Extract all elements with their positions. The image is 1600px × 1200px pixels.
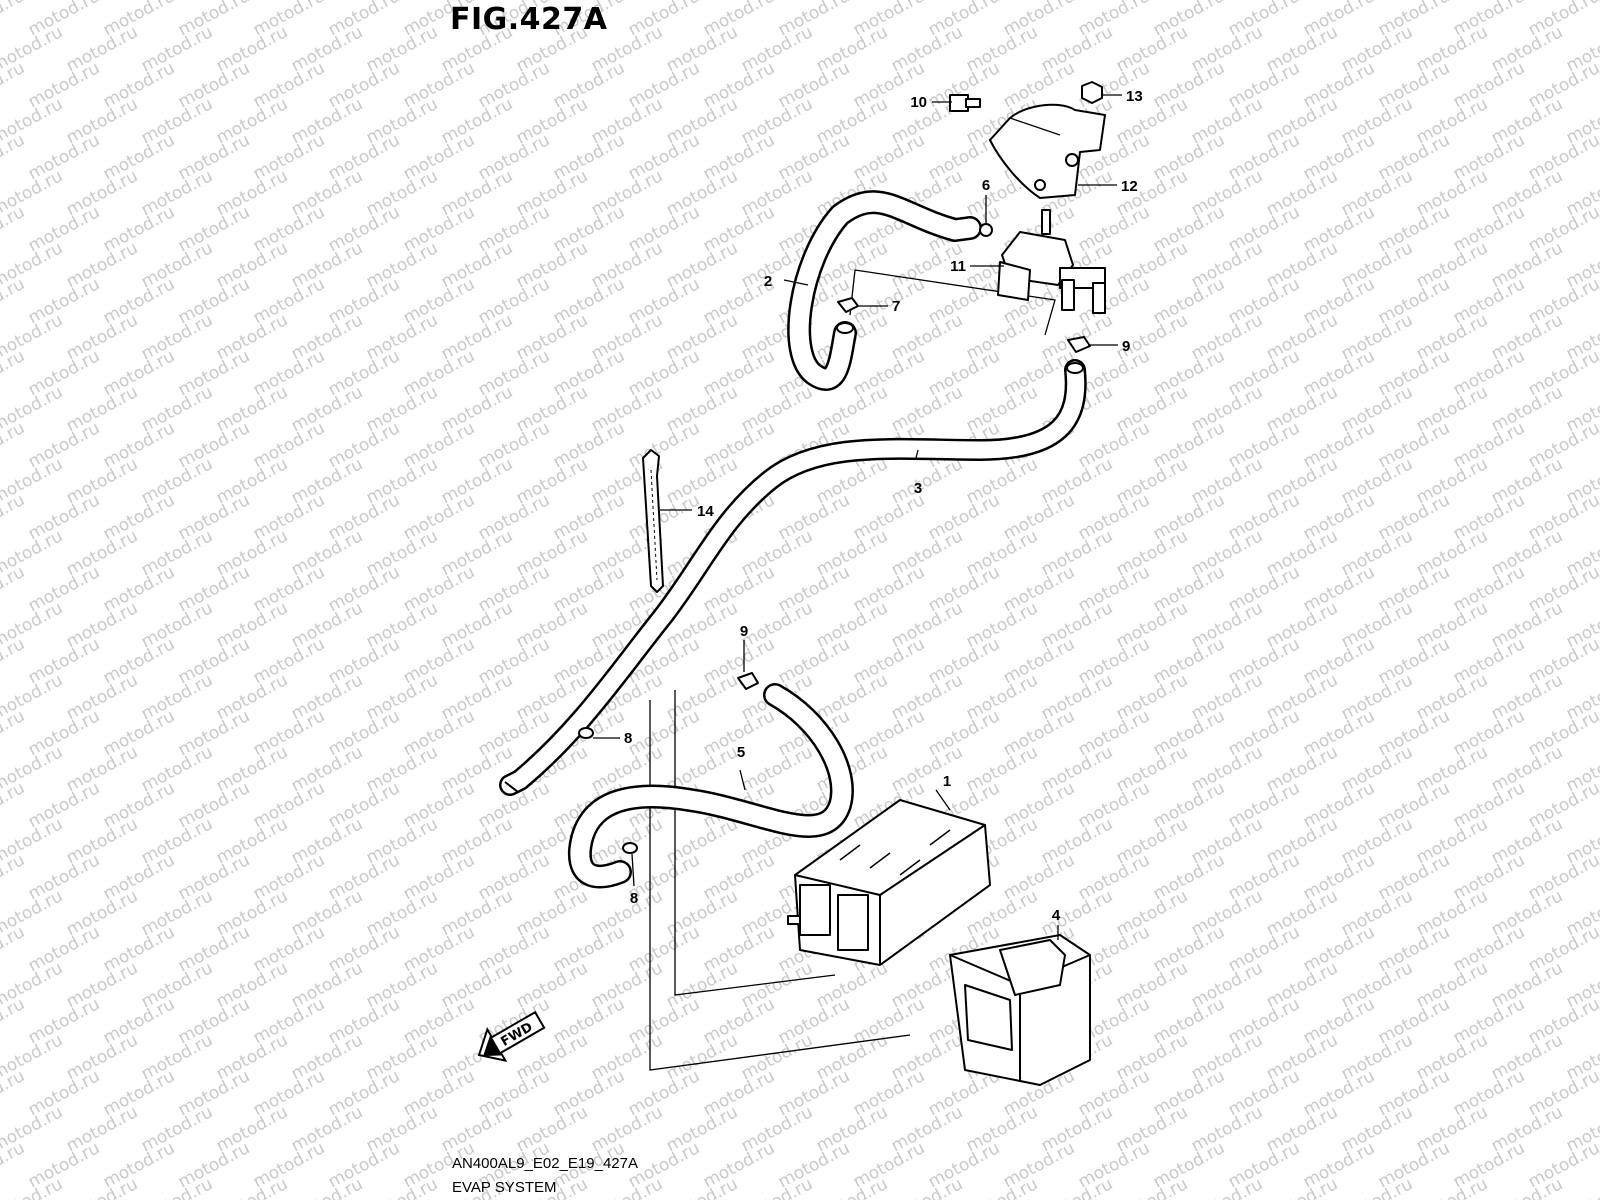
figure-title: FIG.427A: [450, 2, 608, 37]
clamp-9-lower: [737, 672, 759, 690]
watermark-text: motod.ru: [0, 58, 28, 112]
watermark-text: motod.ru: [0, 778, 28, 832]
callout-7: 7: [892, 298, 900, 315]
callout-6: 6: [982, 177, 990, 194]
watermark-text: motod.ru: [0, 922, 28, 976]
watermark-text: motod.ru: [0, 706, 28, 760]
callout-10: 10: [910, 94, 927, 111]
canister-1: [787, 799, 991, 966]
callout-3: 3: [914, 480, 922, 497]
callouts: 1 2 3 4 5 6 7 8 8 9 9 10 11 12 13 14: [624, 88, 1143, 924]
figure-caption: EVAP SYSTEM: [452, 1179, 557, 1196]
callout-4: 4: [1052, 907, 1061, 924]
watermark-text: motod.ru: [0, 1138, 28, 1192]
clip-6: [979, 223, 993, 237]
callout-9b: 9: [740, 623, 748, 640]
callout-12: 12: [1121, 178, 1138, 195]
watermark-text: motod.ru: [0, 346, 28, 400]
watermark-text: motod.ru: [0, 634, 28, 688]
clamp-8-upper: [578, 727, 594, 739]
watermark-text: motod.ru: [0, 490, 28, 544]
pipe-ends: [836, 322, 1084, 374]
callout-11: 11: [950, 258, 966, 275]
watermark-text: motod.ru: [0, 994, 28, 1048]
watermark-text: motod.ru: [0, 274, 28, 328]
callout-8b: 8: [630, 890, 638, 907]
callout-8a: 8: [624, 730, 632, 747]
callout-2: 2: [764, 273, 772, 290]
watermark-text: motod.ru: [0, 850, 28, 904]
watermark-text: motod.ru: [0, 562, 28, 616]
clamp-9-upper: [1067, 336, 1091, 353]
hose-5: [567, 683, 854, 889]
purge-valve-11: [997, 209, 1106, 314]
callout-9a: 9: [1122, 338, 1130, 355]
cover-4: [949, 934, 1091, 1086]
bracket-12: [989, 103, 1106, 199]
watermark-text: motod.ru: [0, 418, 28, 472]
callout-5: 5: [737, 744, 745, 761]
nut-13: [1081, 81, 1103, 104]
callout-1: 1: [943, 773, 951, 790]
bolt-10: [949, 94, 981, 112]
watermark-text: motod.ru: [0, 130, 28, 184]
figure-code: AN400AL9_E02_E19_427A: [452, 1155, 638, 1172]
callout-leaders: [593, 94, 1122, 940]
clamp-8-lower: [622, 842, 638, 854]
callout-14: 14: [697, 503, 714, 520]
callout-13: 13: [1126, 88, 1143, 105]
watermark-text: motod.ru: [0, 202, 28, 256]
hose-2: [787, 190, 982, 391]
watermark-text: motod.ru: [0, 1066, 28, 1120]
watermark-text: motod.ru: [1563, 1174, 1600, 1200]
watermark-text: motod.ru: [0, 0, 28, 40]
cable-tie-14: [642, 449, 664, 593]
hose-3: [499, 359, 1087, 796]
